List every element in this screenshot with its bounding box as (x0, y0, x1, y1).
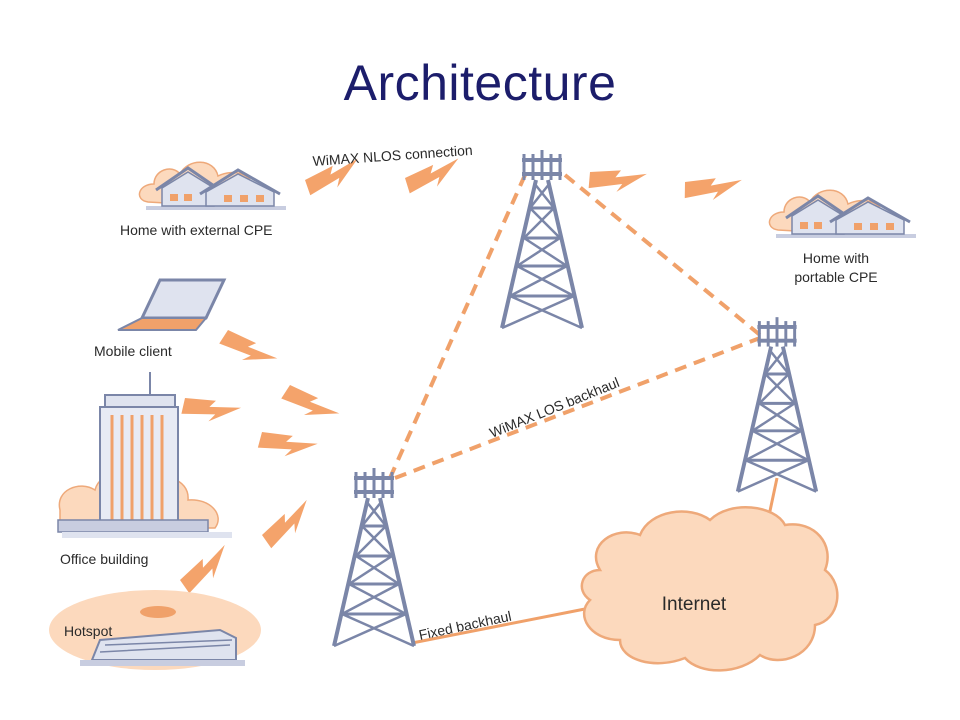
los-backhaul-links (388, 173, 762, 480)
cloud-icon (580, 506, 839, 672)
hotspot-icon (49, 590, 261, 670)
fixed-backhaul-line (411, 606, 591, 645)
hotspot-label: Hotspot (64, 623, 112, 639)
tower-icon (332, 466, 416, 648)
fixed-backhaul-label: Fixed backhaul (417, 608, 512, 643)
los-backhaul-label: WiMAX LOS backhaul (487, 374, 621, 441)
house-icon (137, 160, 288, 212)
house-icon (767, 188, 918, 240)
mobile-client-label: Mobile client (94, 343, 172, 359)
home-portable-cpe-label: portable CPE (794, 269, 877, 285)
office-building-label: Office building (60, 551, 148, 567)
diagram-title: Architecture (343, 55, 617, 111)
home-portable-cpe-label: Home with (803, 250, 869, 266)
home-external-cpe-label: Home with external CPE (120, 222, 273, 238)
tower-icon (735, 315, 819, 494)
internet-label: Internet (662, 594, 727, 615)
laptop-icon (117, 278, 227, 331)
office-building-icon (57, 372, 232, 538)
